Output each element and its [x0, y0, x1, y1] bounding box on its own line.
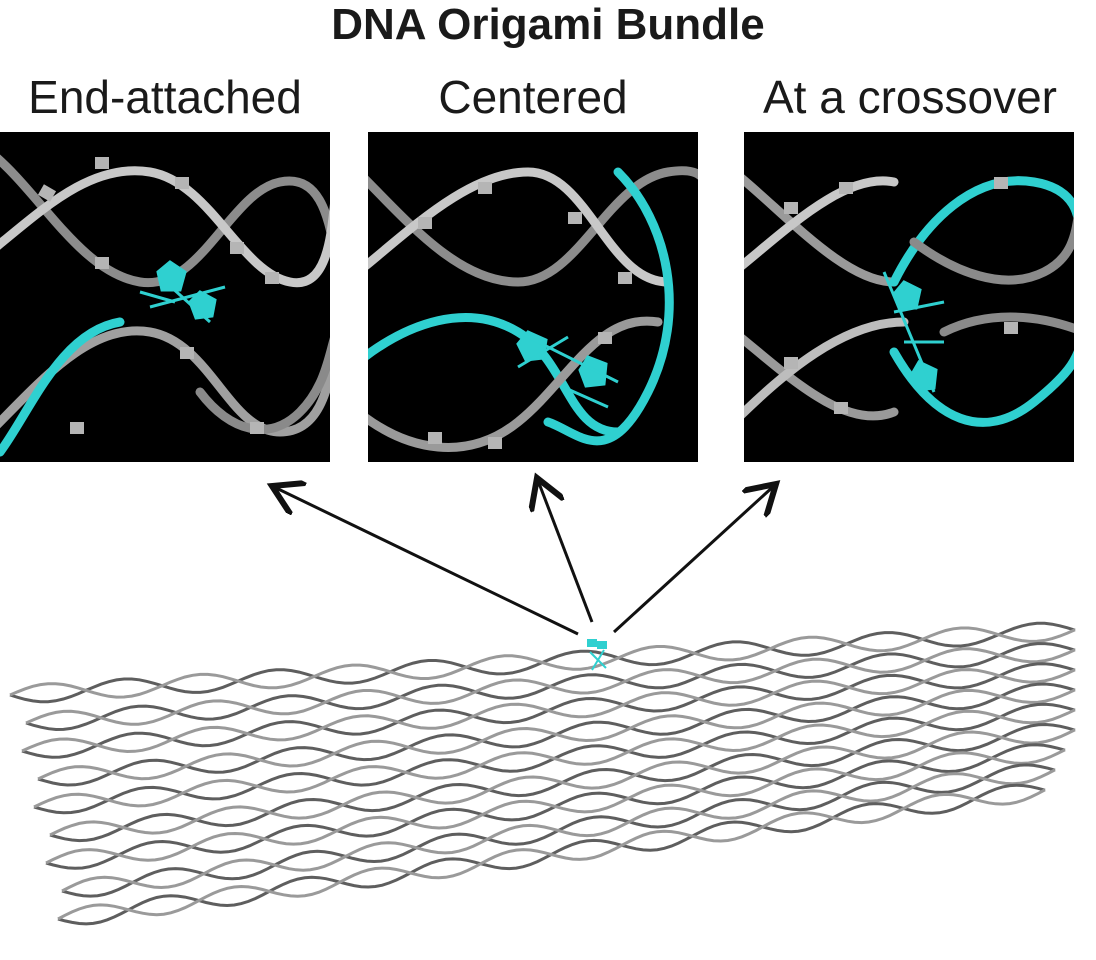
- bundle-helix-strand: [33, 708, 1076, 809]
- panel-end-attached: [0, 132, 330, 462]
- crossover-helix-render: [744, 174, 1074, 427]
- bundle-helix-strand: [45, 748, 1066, 865]
- bundle-helix-strand: [21, 668, 1076, 754]
- dna-origami-bundle-render: [9, 621, 1076, 926]
- bundle-helices: [9, 621, 1076, 926]
- arrow-to-crossover: [612, 484, 776, 634]
- panel-label-centered: Centered: [438, 71, 628, 123]
- bundle-helix-strand: [37, 688, 1076, 781]
- bundle-helix-strand: [49, 728, 1076, 837]
- panel-centered: [368, 132, 698, 462]
- arrow-to-centered: [537, 478, 594, 623]
- centered-helix-render: [368, 166, 698, 452]
- bundle-helix-strand: [57, 788, 1046, 921]
- end-attached-helix-render: [0, 154, 330, 457]
- panel-label-at-crossover: At a crossover: [763, 71, 1057, 123]
- figure-title: DNA Origami Bundle: [331, 0, 765, 49]
- panel-label-end-attached: End-attached: [28, 71, 302, 123]
- bundle-helix-strand: [9, 626, 1076, 699]
- panel-at-crossover: [744, 132, 1074, 462]
- arrow-to-end-attached: [272, 486, 579, 636]
- bundle-helix-strand: [25, 647, 1076, 726]
- bundle-helix-strand: [61, 768, 1056, 893]
- attached-ligand-marker: [587, 639, 607, 671]
